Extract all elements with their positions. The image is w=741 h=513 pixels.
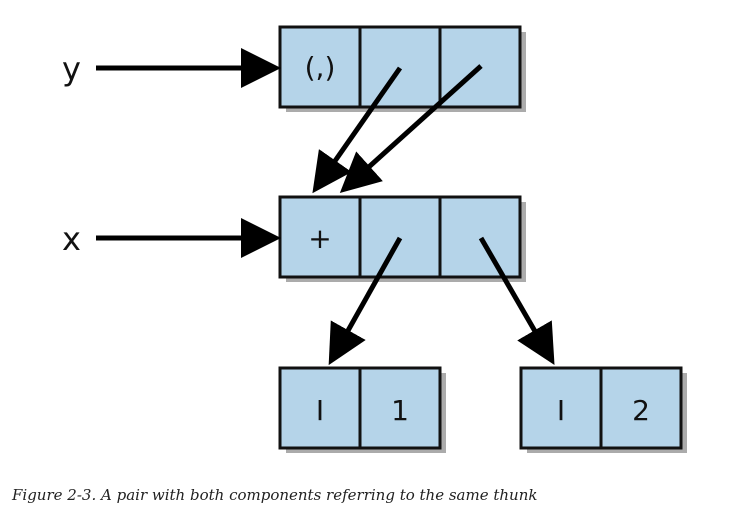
right-int-tag-label: I <box>557 394 565 427</box>
left-int-value-label: 1 <box>391 394 409 427</box>
y-tag-cell <box>278 25 362 109</box>
left-int-tag-label: I <box>316 394 324 427</box>
x-tag-label: + <box>308 222 331 255</box>
arrow-thunk-to-left-int <box>328 236 403 366</box>
right-int-node: I 2 <box>519 366 687 453</box>
left-int-tag-cell <box>278 366 362 450</box>
y-tag-label: (,) <box>305 51 336 84</box>
figure-caption-text: A pair with both components referring to… <box>101 486 538 504</box>
y-first-field-cell <box>358 25 442 109</box>
heap-diagram: y x (,) + I 1 I 2 <box>62 25 687 453</box>
variable-label-x: x <box>62 220 81 258</box>
x-thunk-node: + <box>278 195 526 282</box>
arrow-pair-second-to-thunk <box>339 64 483 194</box>
right-int-value-label: 2 <box>632 394 650 427</box>
right-int-value-cell <box>599 366 683 450</box>
left-int-node: I 1 <box>278 366 446 453</box>
left-int-value-cell <box>358 366 442 450</box>
variable-label-y: y <box>62 50 81 88</box>
figure-caption-label: Figure 2-3. <box>12 486 97 504</box>
arrow-pair-first-to-thunk <box>312 66 403 194</box>
figure-caption: Figure 2-3. A pair with both components … <box>12 486 537 504</box>
right-int-tag-cell <box>519 366 603 450</box>
x-first-operand-cell <box>358 195 442 279</box>
arrow-thunk-to-right-int <box>478 236 555 365</box>
y-pair-node: (,) <box>278 25 526 112</box>
x-second-operand-cell <box>438 195 522 279</box>
